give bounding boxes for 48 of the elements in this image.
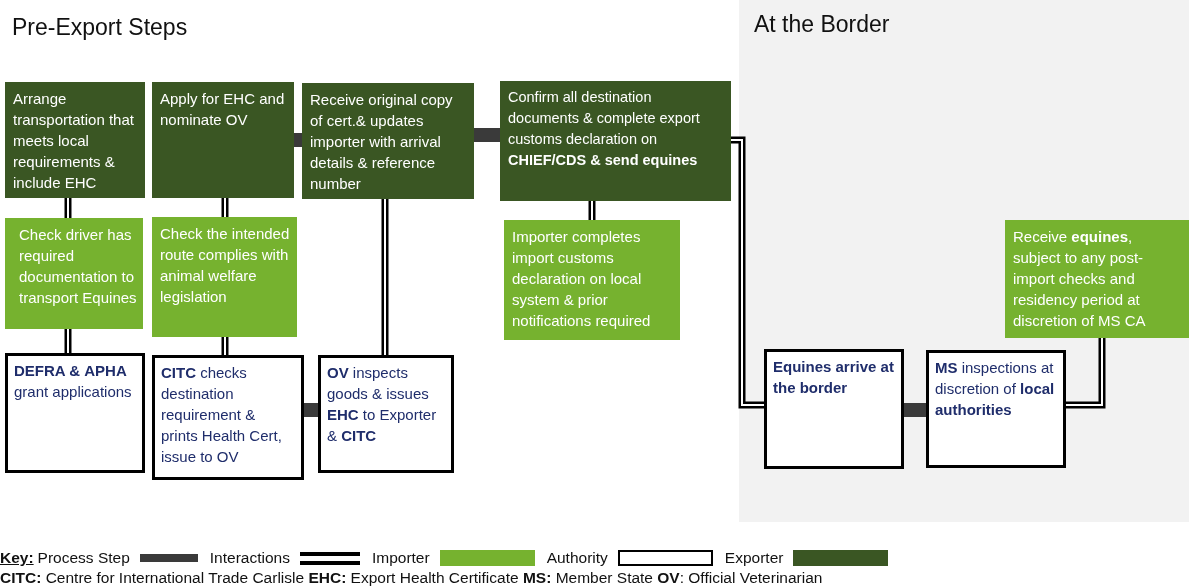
interaction-connector	[588, 201, 596, 220]
legend-label: Process Step	[37, 549, 130, 567]
step-text: OV inspects goods & issues EHC to Exporter & CITC	[327, 363, 438, 446]
step-box	[302, 83, 474, 199]
step-box	[926, 350, 1066, 468]
step-text: Confirm all destination documents & complete export customs declaration on CHIEF/CDS & send equines	[508, 88, 701, 170]
legend-label: Exporter	[724, 549, 784, 567]
step-text: Receive original copy of cert.& updates importer with arrival details & reference number	[310, 90, 454, 194]
step-box	[5, 82, 145, 198]
step-box	[5, 353, 145, 473]
region-panel	[739, 0, 1189, 522]
step-text: Apply for EHC and nominate OV	[160, 89, 286, 130]
step-text: Receive equines, subject to any post-import checks and residency period at discretion of MS CA	[1013, 227, 1147, 331]
region-title: At the Border	[754, 14, 890, 35]
interaction-connector	[64, 198, 72, 218]
process-connector	[304, 403, 318, 417]
step-text: Importer completes import customs declaration on local system & prior notifications required	[512, 227, 652, 331]
process-connector	[294, 133, 302, 147]
step-box	[152, 82, 294, 198]
interaction-connector	[1066, 338, 1106, 409]
step-box	[504, 220, 680, 340]
process-connector	[904, 403, 926, 417]
step-box	[764, 349, 904, 469]
step-box	[1005, 220, 1189, 338]
step-text: DEFRA & APHA grant applications	[14, 361, 133, 402]
interaction-connector	[221, 337, 229, 355]
legend-label: Authority	[546, 549, 608, 567]
legend-label: Importer	[371, 549, 430, 567]
step-text: Check the intended route complies with animal welfare legislation	[160, 224, 291, 307]
interaction-connector	[64, 329, 72, 353]
step-box	[318, 355, 454, 473]
step-text: Check driver has required documentation to transport Equines	[19, 225, 137, 308]
interaction-connector	[221, 198, 229, 217]
section-heading: Pre-Export Steps	[12, 14, 188, 41]
key-title: Key:	[0, 549, 34, 567]
step-box	[5, 218, 143, 329]
step-box	[500, 81, 731, 201]
interaction-connector	[731, 136, 764, 409]
step-text: Equines arrive at the border	[773, 357, 895, 398]
step-box	[152, 217, 297, 337]
step-text: CITC checks destination requirement & prints Health Cert, issue to OV	[161, 363, 283, 467]
step-box	[152, 355, 304, 480]
step-text: MS inspections at discretion of local authorities	[935, 358, 1056, 420]
abbreviation-note: CITC: Centre for International Trade Carlisle EHC: Export Health Certificate MS: Member State OV: Official Veterinarian	[0, 569, 823, 586]
process-connector	[474, 128, 500, 142]
interaction-connector	[381, 199, 389, 355]
legend-label: Interactions	[209, 549, 290, 567]
step-text: Arrange transportation that meets local requirements & include EHC	[13, 89, 135, 193]
